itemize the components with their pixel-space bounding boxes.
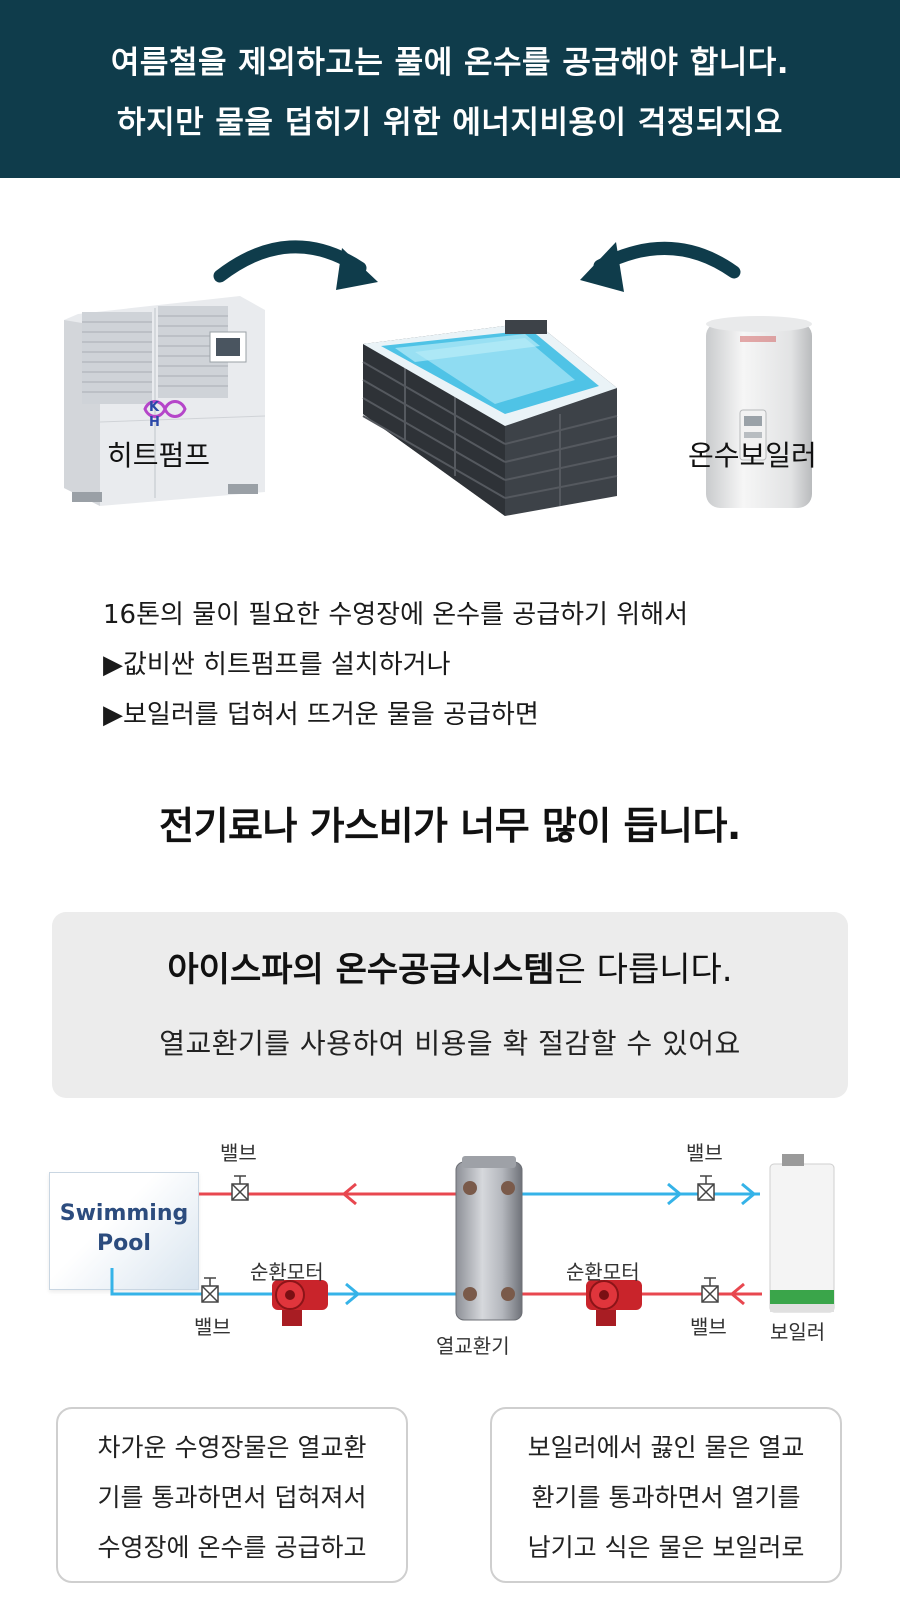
top-banner: 여름철을 제외하고는 풀에 온수를 공급해야 합니다. 하지만 물을 덥히기 위… <box>0 0 900 178</box>
arrow-heatpump-to-pool-icon <box>213 240 378 290</box>
arrow-left-red-icon <box>341 1182 357 1206</box>
heatpump-logo-icon <box>143 400 187 418</box>
pool-label-line-1: Swimming <box>59 1201 189 1226</box>
swimming-pool-box: Swimming Pool <box>49 1172 199 1290</box>
description-line-2: ▶값비싼 히트펌프를 설치하거나 <box>103 650 451 680</box>
highlight-title-bold: 아이스파의 온수공급시스템 <box>167 950 555 990</box>
cold-supply-pipe <box>110 1268 460 1296</box>
pump-right-icon <box>586 1280 642 1326</box>
valve-top-left-label: 밸브 <box>220 1141 257 1165</box>
description-line-1: 16톤의 물이 필요한 수영장에 온수를 공급하기 위해서 <box>103 600 688 630</box>
arrow-boiler-to-pool-icon <box>580 241 741 292</box>
arrow-left-red-icon-2 <box>729 1282 745 1306</box>
heatpump-image <box>64 296 266 506</box>
heat-exchange-diagram <box>110 1154 835 1326</box>
heatpump-logo: K H <box>141 398 189 430</box>
highlight-title: 아이스파의 온수공급시스템은 다릅니다. <box>52 942 848 991</box>
note-right-line-2: 환기를 통과하면서 열기를 <box>531 1483 801 1512</box>
valve-top-right-label: 밸브 <box>686 1141 723 1165</box>
note-left-line-3: 수영장에 온수를 공급하고 <box>97 1533 367 1562</box>
valve-bottom-left-icon <box>201 1277 219 1303</box>
highlight-title-rest: 은 다릅니다. <box>554 950 733 990</box>
pump-right-label: 순환모터 <box>566 1260 640 1284</box>
note-right-line-3: 남기고 식은 물은 보일러로 <box>527 1533 805 1562</box>
pump-left-label: 순환모터 <box>250 1260 324 1284</box>
boiler-diagram-label: 보일러 <box>770 1320 826 1344</box>
water-boiler-image <box>706 316 812 508</box>
arrow-right-blue-icon-2 <box>741 1182 757 1206</box>
arrow-right-blue-icon <box>667 1182 683 1206</box>
pool-label-line-2: Pool <box>97 1231 151 1256</box>
heat-exchanger-label: 열교환기 <box>436 1334 510 1358</box>
banner-line-2: 하지만 물을 덥히기 위한 에너지비용이 걱정되지요 <box>117 105 783 141</box>
valve-bottom-left-label: 밸브 <box>194 1315 231 1339</box>
description-line-3: ▶보일러를 덥혀서 뜨거운 물을 공급하면 <box>103 700 539 730</box>
note-left-line-1: 차가운 수영장물은 열교환 <box>97 1433 367 1462</box>
pump-left-icon <box>272 1280 328 1326</box>
heatpump-logo-text: K H <box>149 400 174 430</box>
note-right: 보일러에서 끓인 물은 열교 환기를 통과하면서 열기를 남기고 식은 물은 보… <box>490 1407 842 1583</box>
headline: 전기료나 가스비가 너무 많이 듭니다. <box>159 804 741 848</box>
swimspa-image <box>362 320 618 516</box>
arrow-right-blue-icon-3 <box>345 1282 361 1306</box>
banner-line-1: 여름철을 제외하고는 풀에 온수를 공급해야 합니다. <box>110 45 790 81</box>
heat-exchanger-icon <box>455 1156 523 1321</box>
valve-top-left-icon <box>231 1175 249 1201</box>
highlight-box: 아이스파의 온수공급시스템은 다릅니다. 열교환기를 사용하여 비용을 확 절감… <box>52 912 848 1098</box>
valve-bottom-right-label: 밸브 <box>690 1315 727 1339</box>
description-block: 16톤의 물이 필요한 수영장에 온수를 공급하기 위해서 ▶값비싼 히트펌프를… <box>103 590 688 740</box>
valve-top-right-icon <box>697 1175 715 1201</box>
note-right-line-1: 보일러에서 끓인 물은 열교 <box>527 1433 805 1462</box>
highlight-subtitle: 열교환기를 사용하여 비용을 확 절감할 수 있어요 <box>159 1027 741 1060</box>
boiler-label: 온수보일러 <box>688 439 817 472</box>
heatpump-label: 히트펌프 <box>107 439 211 472</box>
note-left: 차가운 수영장물은 열교환 기를 통과하면서 덥혀져서 수영장에 온수를 공급하… <box>56 1407 408 1583</box>
note-left-line-2: 기를 통과하면서 덥혀져서 <box>97 1483 367 1512</box>
valve-bottom-right-icon <box>701 1277 719 1303</box>
wall-boiler-icon <box>769 1154 835 1313</box>
